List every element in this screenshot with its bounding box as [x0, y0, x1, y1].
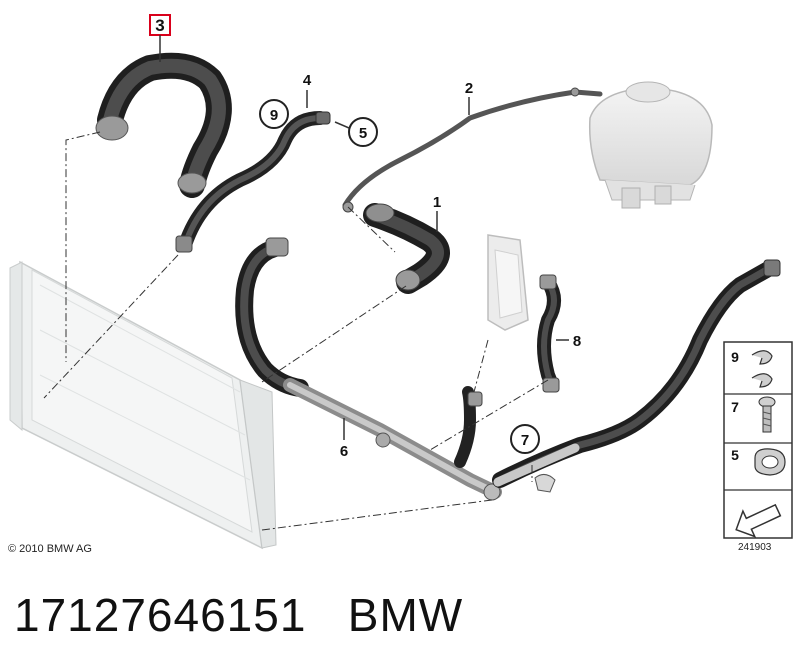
callout-2-label: 2	[465, 80, 473, 97]
return-hose	[492, 259, 781, 488]
leader-lines	[43, 131, 549, 531]
legend-panel: 9 7 5	[723, 341, 793, 539]
legend-arrow-icon	[735, 503, 782, 538]
legend-arrow	[735, 503, 782, 538]
callout-3: 3	[149, 14, 171, 62]
callout-9: 9	[259, 99, 289, 129]
callout-6: 6	[340, 418, 348, 460]
radiator	[9, 260, 277, 550]
callout-4: 4	[303, 72, 312, 108]
callout-3-label: 3	[155, 16, 164, 35]
callout-1: 1	[433, 194, 441, 232]
diagram-number: 241903	[738, 542, 772, 553]
callout-1-label: 1	[433, 194, 441, 211]
callout-7: 7	[510, 424, 540, 454]
hose-4	[175, 111, 331, 253]
callout-8: 8	[556, 333, 581, 350]
parts-diagram: 3 4 9 5 2 1 8	[9, 14, 793, 550]
legend-item-9-label: 9	[731, 349, 739, 365]
legend-item-7-label: 7	[731, 399, 739, 415]
hose-3	[95, 52, 232, 198]
callout-4-label: 4	[303, 72, 312, 89]
legend-item-5: 5	[731, 447, 786, 476]
callout-8-label: 8	[573, 333, 581, 350]
hose-1	[363, 203, 450, 294]
brand-name: BMW	[347, 589, 464, 641]
expansion-tank	[588, 81, 713, 209]
legend-item-5-label: 5	[731, 447, 739, 463]
caption: 17127646151 BMW	[14, 588, 463, 642]
callout-7-label: 7	[521, 432, 529, 449]
hose-6	[235, 237, 502, 501]
hose-8	[537, 274, 561, 393]
coolant-bracket	[487, 234, 529, 331]
callout-6-label: 6	[340, 443, 348, 460]
legend-item-9-clip-icon	[751, 373, 773, 388]
vent-line-2	[342, 87, 603, 213]
callout-5-label: 5	[359, 125, 367, 142]
callout-2: 2	[465, 80, 473, 115]
part-number: 17127646151	[14, 589, 307, 641]
clip-7	[467, 391, 556, 493]
callout-9-label: 9	[270, 107, 278, 124]
legend-item-9: 9	[731, 349, 773, 388]
callout-5: 5	[334, 117, 378, 147]
legend-item-7: 7	[731, 396, 776, 433]
copyright-text: © 2010 BMW AG	[8, 543, 92, 555]
